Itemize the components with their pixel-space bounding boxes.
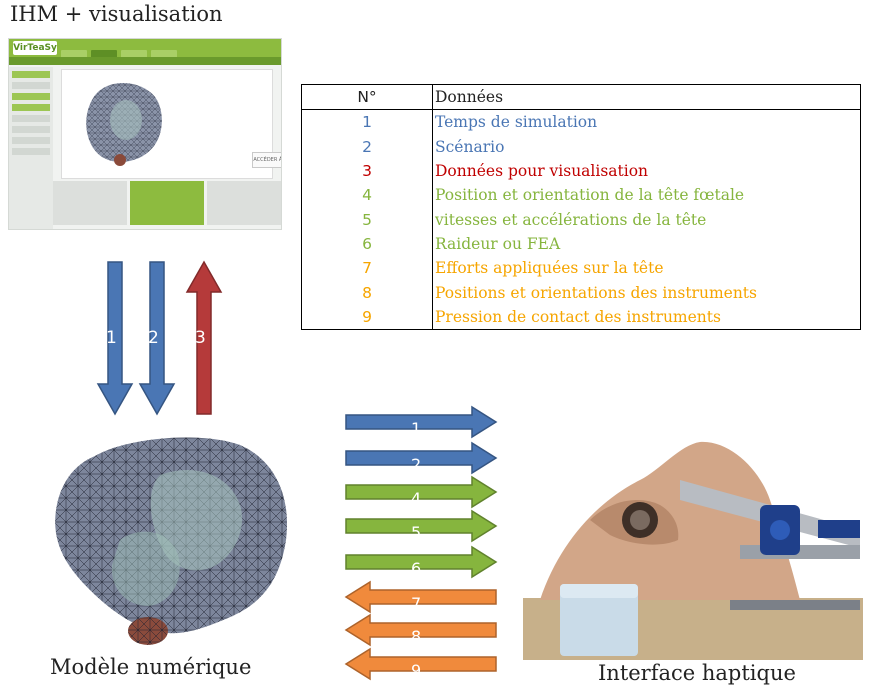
row-label: Pression de contact des instruments bbox=[432, 304, 861, 330]
horizontal-arrow-label: 4 bbox=[411, 489, 422, 508]
vertical-arrow-1 bbox=[96, 261, 134, 416]
ihm-title: IHM + visualisation bbox=[10, 2, 223, 26]
ihm-exercise-panel: ACCÉDER À L'EXERCICE bbox=[61, 69, 281, 179]
horizontal-arrow-label: 9 bbox=[411, 661, 422, 680]
row-number: 7 bbox=[301, 256, 433, 281]
row-number: 9 bbox=[301, 304, 433, 330]
ihm-sidebar bbox=[9, 67, 53, 229]
horizontal-arrow-label: 7 bbox=[411, 594, 422, 613]
col-header-data: Données bbox=[432, 83, 861, 111]
row-number: 6 bbox=[301, 231, 433, 257]
horizontal-arrow-label: 8 bbox=[411, 627, 422, 646]
horizontal-arrow-7 bbox=[344, 580, 497, 614]
horizontal-arrow-9 bbox=[344, 647, 497, 681]
model-title: Modèle numérique bbox=[50, 655, 252, 679]
horizontal-arrow-label: 2 bbox=[411, 455, 422, 474]
ihm-tabs bbox=[61, 43, 211, 58]
row-number: 3 bbox=[301, 158, 433, 184]
horizontal-arrow-5 bbox=[345, 509, 498, 543]
row-label: Données pour visualisation bbox=[432, 158, 861, 184]
row-label: Raideur ou FEA bbox=[432, 231, 861, 257]
ihm-top-bar: VirTeaSy bbox=[9, 39, 281, 58]
horizontal-arrow-label: 5 bbox=[411, 523, 422, 542]
row-number: 8 bbox=[301, 280, 433, 305]
row-label: Positions et orientations des instrument… bbox=[432, 280, 861, 305]
horizontal-arrow-8 bbox=[344, 613, 497, 647]
vertical-arrow-3 bbox=[185, 260, 223, 415]
ihm-sub-bar bbox=[9, 57, 281, 65]
vertical-arrow-2 bbox=[138, 261, 176, 416]
access-exercise-button[interactable]: ACCÉDER À L'EXERCICE bbox=[252, 152, 281, 168]
horizontal-arrow-4 bbox=[345, 475, 498, 509]
head-model-mesh bbox=[55, 437, 287, 645]
row-label: Efforts appliquées sur la tête bbox=[432, 256, 861, 281]
row-label: vitesses et accélérations de la tête bbox=[432, 207, 861, 232]
vertical-arrow-label: 3 bbox=[195, 328, 206, 348]
haptic-title: Interface haptique bbox=[598, 661, 796, 685]
row-label: Position et orientation de la tête fœtal… bbox=[432, 183, 861, 208]
col-header-number: N° bbox=[301, 83, 433, 111]
horizontal-arrow-label: 1 bbox=[411, 419, 422, 438]
vertical-arrow-label: 2 bbox=[148, 328, 159, 348]
horizontal-arrow-label: 6 bbox=[411, 559, 422, 578]
row-number: 5 bbox=[301, 207, 433, 232]
row-number: 2 bbox=[301, 134, 433, 159]
row-label: Scénario bbox=[432, 134, 861, 159]
horizontal-arrow-6 bbox=[345, 545, 498, 579]
horizontal-arrow-2 bbox=[345, 441, 498, 475]
ihm-cards bbox=[53, 181, 281, 229]
haptic-interface-photo bbox=[523, 441, 863, 660]
horizontal-arrow-1 bbox=[345, 405, 498, 439]
row-label: Temps de simulation bbox=[432, 109, 861, 135]
vertical-arrow-label: 1 bbox=[106, 328, 117, 348]
head-mesh-thumbnail bbox=[86, 82, 162, 166]
ihm-screenshot: VirTeaSy ACCÉDER À L'EXERCICE bbox=[8, 38, 282, 230]
virteasy-logo: VirTeaSy bbox=[13, 41, 57, 55]
row-number: 1 bbox=[301, 109, 433, 135]
